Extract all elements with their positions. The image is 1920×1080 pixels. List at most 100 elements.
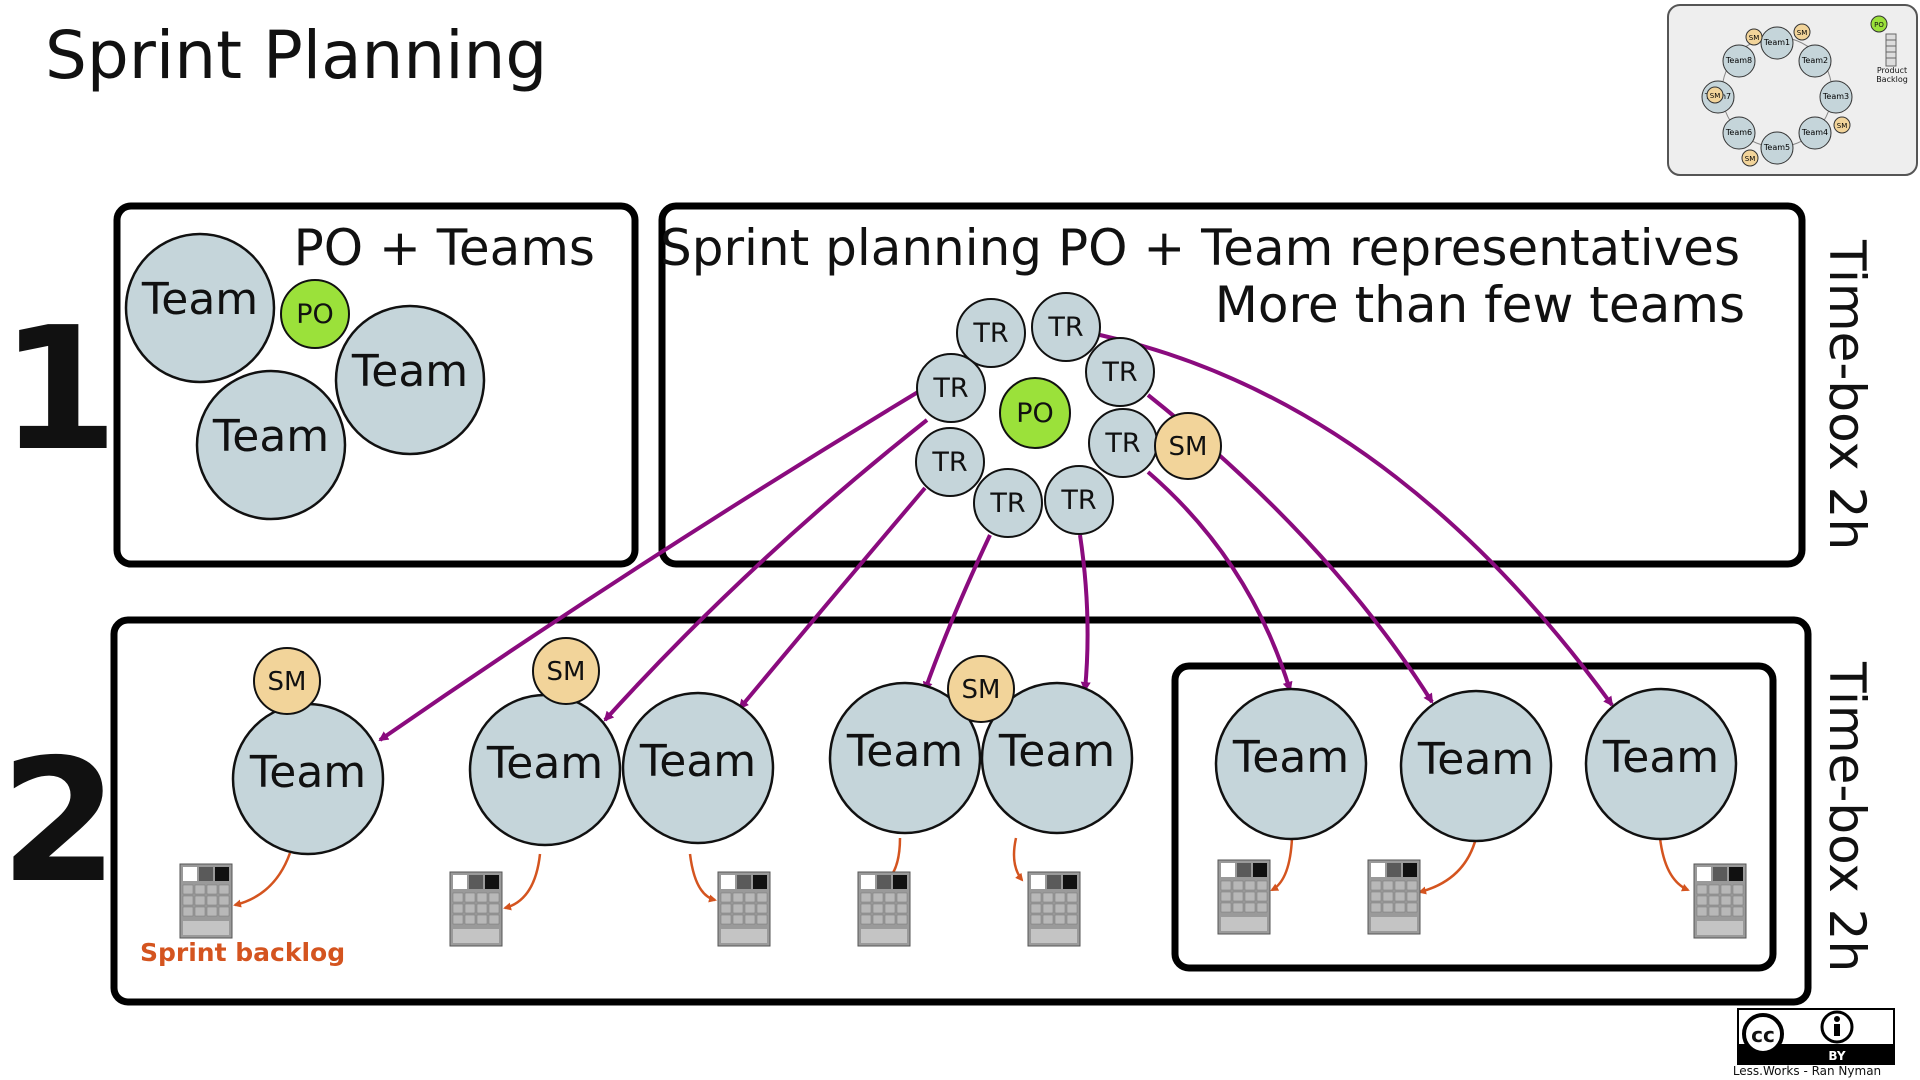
- thumbnail-team-5: Team5: [1760, 131, 1794, 165]
- box2-sm-3: SM: [947, 655, 1015, 723]
- tr-circle-2: TR: [1031, 292, 1101, 362]
- box1-team-b: Team: [334, 304, 486, 456]
- thumbnail-sm-3: SM: [1741, 149, 1759, 167]
- cc-icon: [1742, 1013, 1784, 1055]
- svg-text:TR: TR: [1060, 485, 1096, 516]
- thumbnail-team-1: Team1: [1760, 26, 1794, 60]
- box2-sm-1: SM: [253, 647, 321, 715]
- svg-text:Team: Team: [998, 726, 1115, 777]
- thumbnail-team-8: Team8: [1722, 44, 1756, 78]
- arrow-tr-to-team-4: [922, 534, 992, 692]
- tr-circle-7: TR: [973, 468, 1043, 538]
- svg-text:Team: Team: [846, 726, 963, 777]
- svg-text:Team: Team: [639, 736, 756, 787]
- representatives-po: PO: [999, 377, 1071, 449]
- timebox-label-2: Time-box 2h: [1818, 661, 1876, 972]
- svg-text:TR: TR: [1047, 312, 1083, 343]
- sprint-backlog-icon-2: [449, 871, 503, 947]
- tr-circle-8: TR: [1044, 465, 1114, 535]
- box2-team-3: Team: [621, 691, 775, 845]
- cc-text: cc: [1751, 1023, 1775, 1047]
- arrow-tr-to-team-2: [603, 418, 929, 722]
- page-title: Sprint Planning: [45, 17, 547, 94]
- box2-sms: SM SM SM: [253, 637, 1015, 723]
- svg-text:Team4: Team4: [1801, 128, 1828, 137]
- sprint-backlog-icon-3: [717, 871, 771, 947]
- thumbnail-sm-5: SM: [1745, 28, 1763, 46]
- arrow-tr-to-team-1: [378, 390, 920, 742]
- thumbnail-sm-4: SM: [1706, 86, 1724, 104]
- svg-text:Team: Team: [1417, 734, 1534, 785]
- representatives-title-line2: More than few teams: [1215, 276, 1745, 334]
- by-text: BY: [1828, 1049, 1845, 1063]
- po-teams-title: PO + Teams: [294, 219, 595, 277]
- backlog-arrows: [233, 837, 1690, 911]
- thumbnail-team-4: Team4: [1798, 116, 1832, 150]
- sprint-backlog-icon-1: [179, 863, 233, 939]
- license-credit: Less.Works - Ran Nyman: [1733, 1064, 1881, 1078]
- sprint-backlog-icon-6: [1217, 859, 1271, 935]
- svg-text:PO: PO: [296, 299, 334, 330]
- tr-circle-4: TR: [916, 353, 986, 423]
- box2-team-7: Team: [1399, 689, 1553, 843]
- thumbnail-product-backlog-icon: [1885, 33, 1897, 67]
- box2-team-8: Team: [1584, 687, 1738, 841]
- overview-thumbnail: Team1Team2Team3Team4Team5Team6Team7Team8…: [1667, 4, 1918, 176]
- svg-text:TR: TR: [932, 373, 968, 404]
- svg-text:TR: TR: [931, 447, 967, 478]
- svg-text:TR: TR: [972, 318, 1008, 349]
- box2-teams: Team Team Team Team Team Team Team Team: [231, 681, 1738, 856]
- sprint-backlog-icon-5: [1027, 871, 1081, 947]
- svg-text:Team2: Team2: [1801, 56, 1828, 65]
- tr-circle-6: TR: [915, 427, 985, 497]
- box2-team-1: Team: [231, 702, 385, 856]
- tr-circle-5: TR: [1088, 408, 1158, 478]
- box2-team-6: Team: [1214, 687, 1368, 841]
- thumbnail-backlog-line2: Backlog: [1876, 75, 1908, 84]
- svg-text:PO: PO: [1016, 398, 1054, 429]
- po-teams-box: [113, 202, 639, 568]
- step-number-1: 1: [0, 291, 118, 489]
- thumbnail-backlog-line1: Product: [1877, 66, 1907, 75]
- svg-text:SM: SM: [1797, 29, 1807, 37]
- svg-text:SM: SM: [1745, 155, 1755, 163]
- svg-text:Team: Team: [486, 738, 603, 789]
- representative-arrows: [378, 333, 1614, 742]
- svg-text:SM: SM: [962, 675, 1001, 705]
- box1-team-c: Team: [195, 369, 347, 521]
- thumbnail-team-6: Team6: [1722, 116, 1756, 150]
- representatives-sm: SM: [1154, 412, 1222, 480]
- thumbnail-sm-2: SM: [1833, 116, 1851, 134]
- team-planning-box: [110, 616, 1812, 1006]
- svg-text:Team: Team: [1232, 732, 1349, 783]
- sprint-backlog-icon-group: [179, 859, 1747, 947]
- svg-text:SM: SM: [1169, 432, 1208, 462]
- svg-text:Team: Team: [1602, 732, 1719, 783]
- svg-text:Team: Team: [351, 346, 468, 397]
- svg-text:SM: SM: [547, 657, 586, 687]
- svg-text:Team: Team: [141, 274, 258, 325]
- timebox-label-1: Time-box 2h: [1818, 239, 1876, 550]
- svg-text:TR: TR: [1104, 428, 1140, 459]
- sprint-backlog-icon-8: [1693, 863, 1747, 939]
- thumbnail-sm-1: SM: [1793, 23, 1811, 41]
- svg-text:Team6: Team6: [1725, 128, 1752, 137]
- box2-team-4: Team: [828, 681, 982, 835]
- svg-text:SM: SM: [1837, 122, 1847, 130]
- shared-planning-box: [1171, 662, 1777, 972]
- svg-text:Team1: Team1: [1763, 38, 1790, 47]
- step-number-2: 2: [0, 723, 118, 921]
- tr-circle-1: TR: [956, 298, 1026, 368]
- svg-text:Team: Team: [212, 411, 329, 462]
- sprint-backlog-label: Sprint backlog: [140, 938, 345, 967]
- svg-text:SM: SM: [1749, 34, 1759, 42]
- cc-by-license-badge: cc BY Less.Works - Ran Nyman: [1733, 1008, 1895, 1078]
- arrow-tr-to-team-8: [1099, 333, 1614, 707]
- svg-text:TR: TR: [1101, 357, 1137, 388]
- arrow-tr-to-team-6: [1146, 470, 1293, 692]
- thumbnail-po: PO: [1870, 15, 1888, 33]
- svg-text:Team8: Team8: [1725, 56, 1752, 65]
- thumbnail-team-3: Team3: [1819, 80, 1853, 114]
- box1-team-a: Team: [124, 232, 276, 384]
